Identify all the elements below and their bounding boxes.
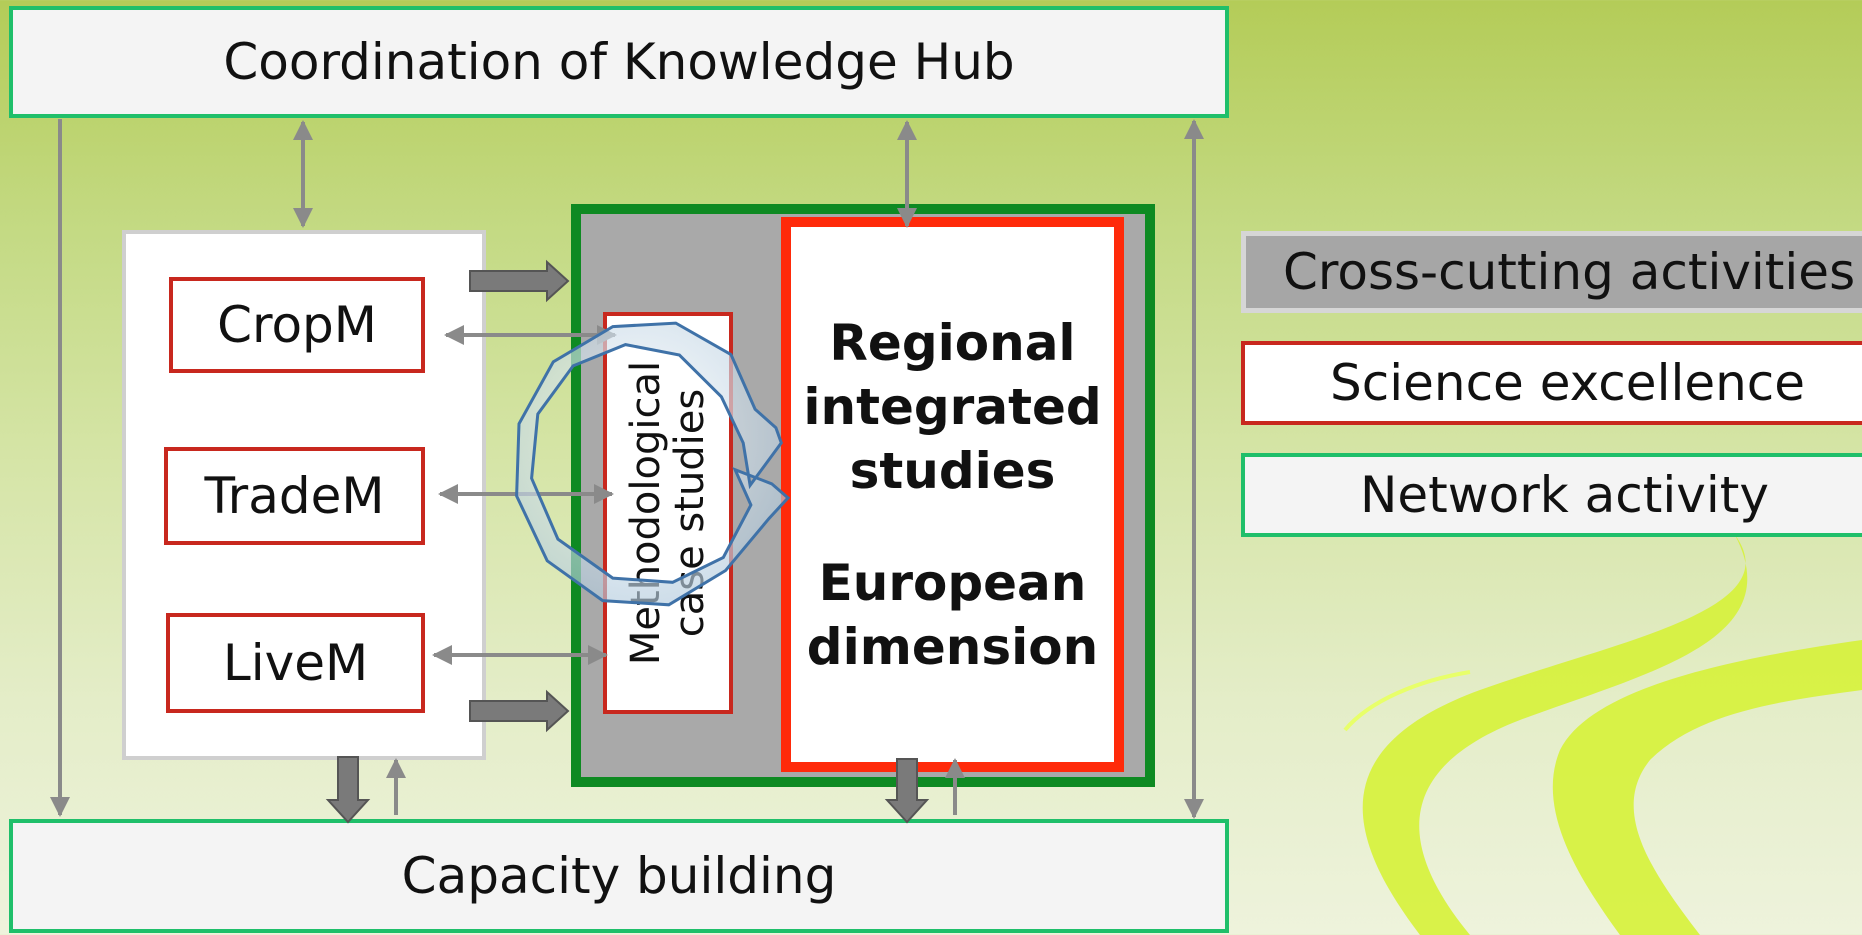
model-tradem: TradeM xyxy=(164,447,425,545)
cycle-arrow-shape xyxy=(515,321,791,607)
regional-line3: studies xyxy=(849,441,1056,500)
regional-line1: Regional xyxy=(829,313,1076,372)
capacity-building-box: Capacity building xyxy=(9,819,1229,933)
legend-network-activity: Network activity xyxy=(1241,453,1862,537)
regional-line4: European xyxy=(818,553,1087,612)
model-tradem-label: TradeM xyxy=(204,467,385,525)
legend-cross-cutting: Cross-cutting activities xyxy=(1241,231,1862,313)
model-cropm-label: CropM xyxy=(217,296,377,354)
models-to-integrated-bottom-block-arrow xyxy=(469,689,570,733)
regional-to-capacity-block-arrow xyxy=(884,758,930,824)
legend-science-label: Science excellence xyxy=(1330,354,1806,412)
regional-line5: dimension xyxy=(806,617,1099,676)
capacity-label: Capacity building xyxy=(401,847,837,905)
legend-cross-cutting-label: Cross-cutting activities xyxy=(1283,243,1856,301)
models-to-capacity-block-arrow xyxy=(325,756,371,824)
legend-science-excellence: Science excellence xyxy=(1241,341,1862,425)
regional-line2: integrated xyxy=(803,377,1102,436)
model-cropm: CropM xyxy=(169,277,425,373)
model-livem-label: LiveM xyxy=(222,634,369,692)
legend-network-label: Network activity xyxy=(1360,466,1769,524)
models-to-integrated-top-block-arrow xyxy=(469,259,570,303)
coordination-hub-box: Coordination of Knowledge Hub xyxy=(9,6,1229,118)
regional-integrated-studies-box: Regional integrated studies European dim… xyxy=(781,217,1124,772)
hub-label: Coordination of Knowledge Hub xyxy=(223,33,1015,91)
model-livem: LiveM xyxy=(166,613,425,713)
